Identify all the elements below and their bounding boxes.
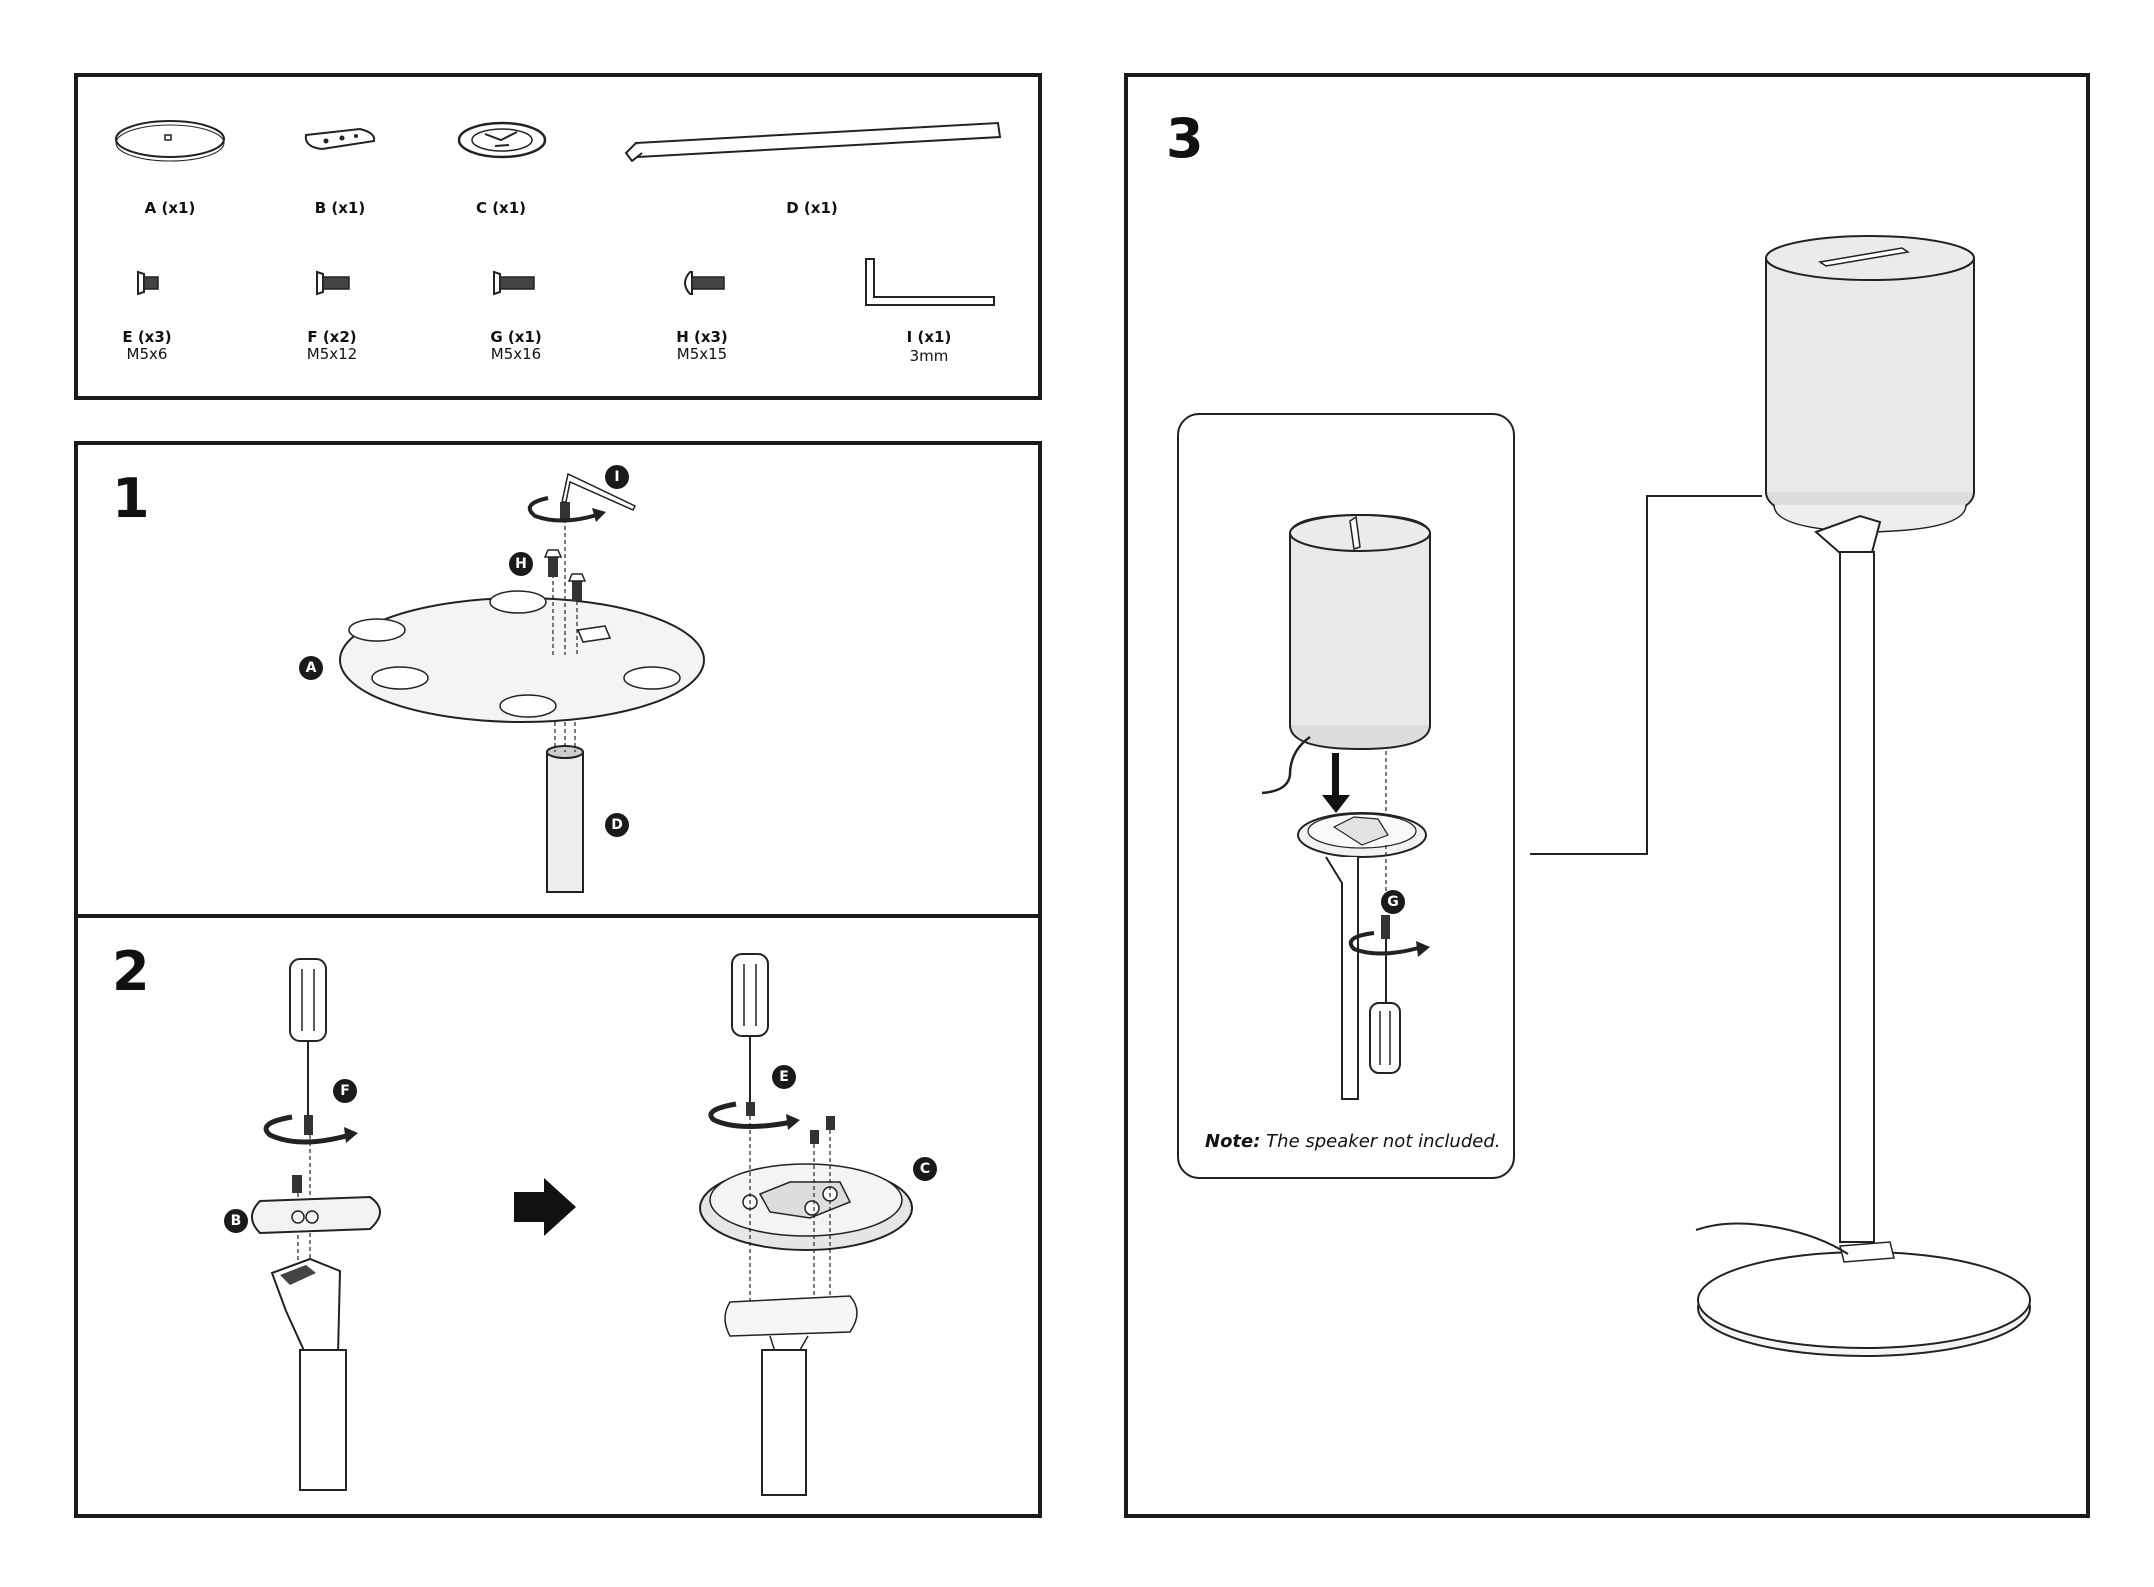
next-arrow-icon [512, 1176, 578, 1238]
inset-speaker-illustration [1250, 505, 1480, 1115]
part-label-c: C (x1) [446, 199, 556, 217]
hex-key-icon [860, 255, 1000, 310]
pole-icon [620, 115, 1005, 165]
part-label-b: B (x1) [285, 199, 395, 217]
speaker-mount-icon [455, 118, 550, 166]
screw-short-icon [134, 268, 164, 298]
screw-pan-icon [678, 268, 728, 298]
callout-g: G [1381, 890, 1405, 914]
step-1-number: 1 [112, 472, 150, 526]
part-label-e: E (x3) [92, 328, 202, 346]
part-label-a: A (x1) [115, 199, 225, 217]
part-size-f: M5x12 [277, 345, 387, 363]
screw-long-icon [490, 268, 540, 298]
callout-f: F [333, 1079, 357, 1103]
screw-medium-icon [313, 268, 353, 298]
step-1-illustration [300, 460, 720, 900]
note-text: Note: The speaker not included. [1205, 1131, 1500, 1152]
callout-i: I [605, 465, 629, 489]
step-3-number: 3 [1166, 112, 1204, 166]
part-label-f: F (x2) [277, 328, 387, 346]
part-label-h: H (x3) [647, 328, 757, 346]
part-label-i: I (x1) [874, 328, 984, 346]
base-plate-icon [110, 115, 230, 165]
note-label: Note: [1205, 1131, 1260, 1152]
callout-e: E [772, 1065, 796, 1089]
part-label-g: G (x1) [461, 328, 571, 346]
callout-a: A [299, 656, 323, 680]
step-2-number: 2 [112, 945, 150, 999]
step-2-right-illustration [700, 950, 940, 1500]
callout-b: B [224, 1209, 248, 1233]
step-2-left-illustration [220, 955, 420, 1495]
part-size-h: M5x15 [647, 345, 757, 363]
assembled-stand-illustration [1530, 230, 2050, 1450]
bracket-plate-icon [300, 125, 380, 160]
callout-h: H [509, 552, 533, 576]
callout-c: C [913, 1157, 937, 1181]
part-size-e: M5x6 [92, 345, 202, 363]
note-body: The speaker not included. [1260, 1131, 1500, 1152]
callout-d: D [605, 813, 629, 837]
part-label-d: D (x1) [757, 199, 867, 217]
part-size-g: M5x16 [461, 345, 571, 363]
part-size-i: 3mm [874, 347, 984, 365]
